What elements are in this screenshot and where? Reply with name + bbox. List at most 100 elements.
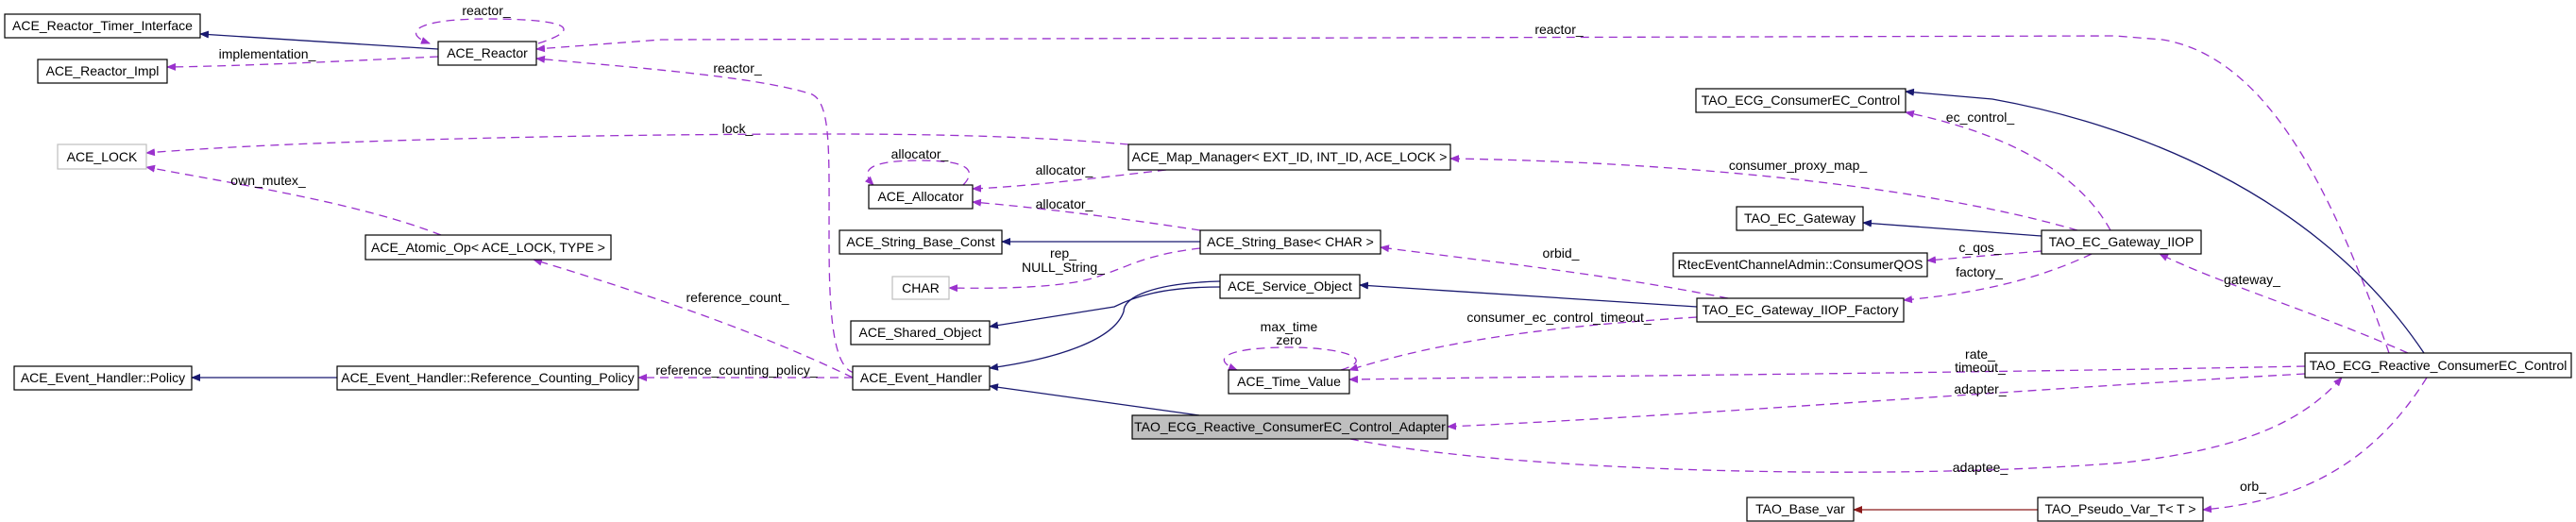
node-label: ACE_Service_Object [1228, 278, 1352, 294]
node-char[interactable]: CHAR [891, 276, 950, 300]
node-label: ACE_Reactor [447, 45, 528, 60]
node-adapter[interactable]: TAO_ECG_Reactive_ConsumerEC_Control_Adap… [1131, 414, 1449, 440]
edge-label: rep_ [1050, 245, 1076, 261]
node-timer-interface[interactable]: ACE_Reactor_Timer_Interface [4, 13, 201, 39]
node-label: TAO_EC_Gateway_IIOP_Factory [1702, 302, 1898, 317]
edge-c-qos [1926, 250, 2042, 264]
node-label: ACE_Atomic_Op< ACE_LOCK, TYPE > [371, 240, 605, 255]
edge-label: max_time [1261, 319, 1318, 334]
edge-reactor-eh [535, 55, 856, 374]
node-service-object[interactable]: ACE_Service_Object [1219, 274, 1361, 299]
edge-label: NULL_String_ [1022, 260, 1105, 275]
edge-label: zero [1276, 332, 1301, 347]
node-time-value[interactable]: ACE_Time_Value [1228, 369, 1350, 395]
edge-event-handler-so [989, 280, 1221, 371]
edge-label: timeout_ [1955, 360, 2006, 375]
edge-adapter-eh [989, 383, 1200, 416]
edge-orb [2202, 377, 2428, 514]
node-label: CHAR [902, 280, 940, 295]
node-label: ACE_Map_Manager< EXT_ID, INT_ID, ACE_LOC… [1132, 149, 1448, 164]
edge-label: consumer_ec_control_timeout_ [1466, 310, 1652, 325]
node-label: ACE_Reactor_Timer_Interface [12, 18, 193, 33]
node-string-base-const[interactable]: ACE_String_Base_Const [839, 229, 1003, 255]
node-label: ACE_Event_Handler::Policy [21, 370, 185, 385]
edge-shared-object [989, 286, 1221, 329]
edge-allocator-map [972, 169, 1167, 193]
node-label: TAO_ECG_Reactive_ConsumerEC_Control_Adap… [1134, 419, 1446, 434]
edge-ec-gateway [1862, 219, 2042, 237]
node-label: TAO_ECG_Reactive_ConsumerEC_Control [2310, 358, 2568, 373]
edge-label: reference_count_ [686, 290, 789, 305]
edge-label: gateway_ [2224, 272, 2280, 287]
edge-label: implementation_ [219, 46, 316, 61]
edge-reactor-self [415, 18, 565, 44]
edge-label: factory_ [1956, 264, 2003, 279]
edge-label: lock_ [722, 121, 754, 136]
node-label: ACE_LOCK [67, 149, 138, 164]
node-ec-gateway[interactable]: TAO_EC_Gateway [1736, 206, 1864, 231]
node-policy[interactable]: ACE_Event_Handler::Policy [13, 365, 193, 391]
edge-labels: implementation_ reactor_ reactor_ reacto… [219, 3, 2281, 494]
node-label: ACE_Reactor_Impl [46, 63, 160, 78]
edge-label: orbid_ [1543, 245, 1580, 261]
node-pseudo-var[interactable]: TAO_Pseudo_Var_T< T > [2037, 497, 2204, 522]
edge-implementation [166, 56, 439, 71]
node-consumer-ec-control[interactable]: TAO_ECG_ConsumerEC_Control [1695, 88, 1907, 113]
node-label: ACE_Event_Handler [860, 370, 983, 385]
node-base-var[interactable]: TAO_Base_var [1746, 497, 1855, 522]
edge-char [948, 247, 1201, 293]
node-reactor-impl[interactable]: ACE_Reactor_Impl [37, 59, 168, 84]
edge-consumer-ec-control-timeout [1348, 316, 1698, 372]
node-label: ACE_Allocator [877, 189, 963, 204]
node-string-base[interactable]: ACE_String_Base< CHAR > [1199, 229, 1381, 255]
edge-label: rate_ [1965, 346, 1995, 362]
edge-rate-timeout [1348, 365, 2306, 383]
node-map-manager[interactable]: ACE_Map_Manager< EXT_ID, INT_ID, ACE_LOC… [1127, 143, 1451, 171]
node-event-handler[interactable]: ACE_Event_Handler [852, 365, 991, 391]
edge-factory [1903, 253, 2093, 304]
node-reactor[interactable]: ACE_Reactor [437, 41, 537, 66]
edge-adapter [1447, 373, 2306, 430]
edge-label: reactor_ [713, 60, 762, 76]
node-consumer-qos[interactable]: RtecEventChannelAdmin::ConsumerQOS [1672, 252, 1928, 278]
edge-allocator-string [972, 198, 1201, 231]
edge-consumer-ec-control-inherit [1905, 88, 2425, 354]
edge-reactor-top [535, 35, 2390, 354]
node-label: ACE_Shared_Object [859, 325, 982, 340]
nodes: ACE_Reactor_Timer_Interface ACE_Reactor_… [4, 13, 2572, 522]
node-iiop-factory[interactable]: TAO_EC_Gateway_IIOP_Factory [1696, 297, 1905, 323]
node-label: ACE_String_Base< CHAR > [1207, 234, 1374, 249]
node-label: ACE_String_Base_Const [846, 234, 994, 249]
node-label: TAO_Base_var [1755, 501, 1845, 516]
edge-allocator-self [864, 160, 971, 186]
edge-label: consumer_proxy_map_ [1729, 158, 1868, 173]
edge-label: own_mutex_ [230, 173, 306, 188]
node-label: TAO_Pseudo_Var_T< T > [2044, 501, 2195, 516]
node-lock[interactable]: ACE_LOCK [57, 143, 147, 170]
edge-label: orb_ [2240, 479, 2266, 494]
node-ref-counting-policy[interactable]: ACE_Event_Handler::Reference_Counting_Po… [336, 365, 639, 391]
edge-label: allocator_ [1036, 162, 1093, 177]
edge-consumer-proxy-map [1449, 155, 2078, 231]
node-gateway-iiop[interactable]: TAO_EC_Gateway_IIOP [2041, 229, 2202, 255]
node-atomic-op[interactable]: ACE_Atomic_Op< ACE_LOCK, TYPE > [364, 234, 612, 261]
edge-label: reactor_ [462, 3, 511, 18]
edge-reactor-timer-interface [199, 30, 439, 50]
node-label: TAO_ECG_ConsumerEC_Control [1702, 93, 1901, 108]
node-label: ACE_Time_Value [1237, 374, 1341, 389]
node-shared-object[interactable]: ACE_Shared_Object [850, 320, 991, 345]
node-allocator[interactable]: ACE_Allocator [868, 184, 974, 210]
edge-label: allocator_ [1036, 196, 1093, 211]
edge-adaptee [1349, 377, 2343, 473]
edge-reference-count [533, 258, 854, 379]
node-reactive-control[interactable]: TAO_ECG_Reactive_ConsumerEC_Control [2304, 352, 2572, 379]
edge-label: ec_control_ [1946, 109, 2015, 125]
node-label: TAO_EC_Gateway [1744, 210, 1856, 226]
node-label: TAO_EC_Gateway_IIOP [2049, 234, 2195, 249]
edge-orbid [1380, 244, 1729, 299]
edge-label: reactor_ [1534, 22, 1584, 37]
edges [145, 18, 2428, 514]
edge-label: allocator_ [891, 146, 949, 161]
edge-label: c_qos_ [1958, 240, 2001, 255]
